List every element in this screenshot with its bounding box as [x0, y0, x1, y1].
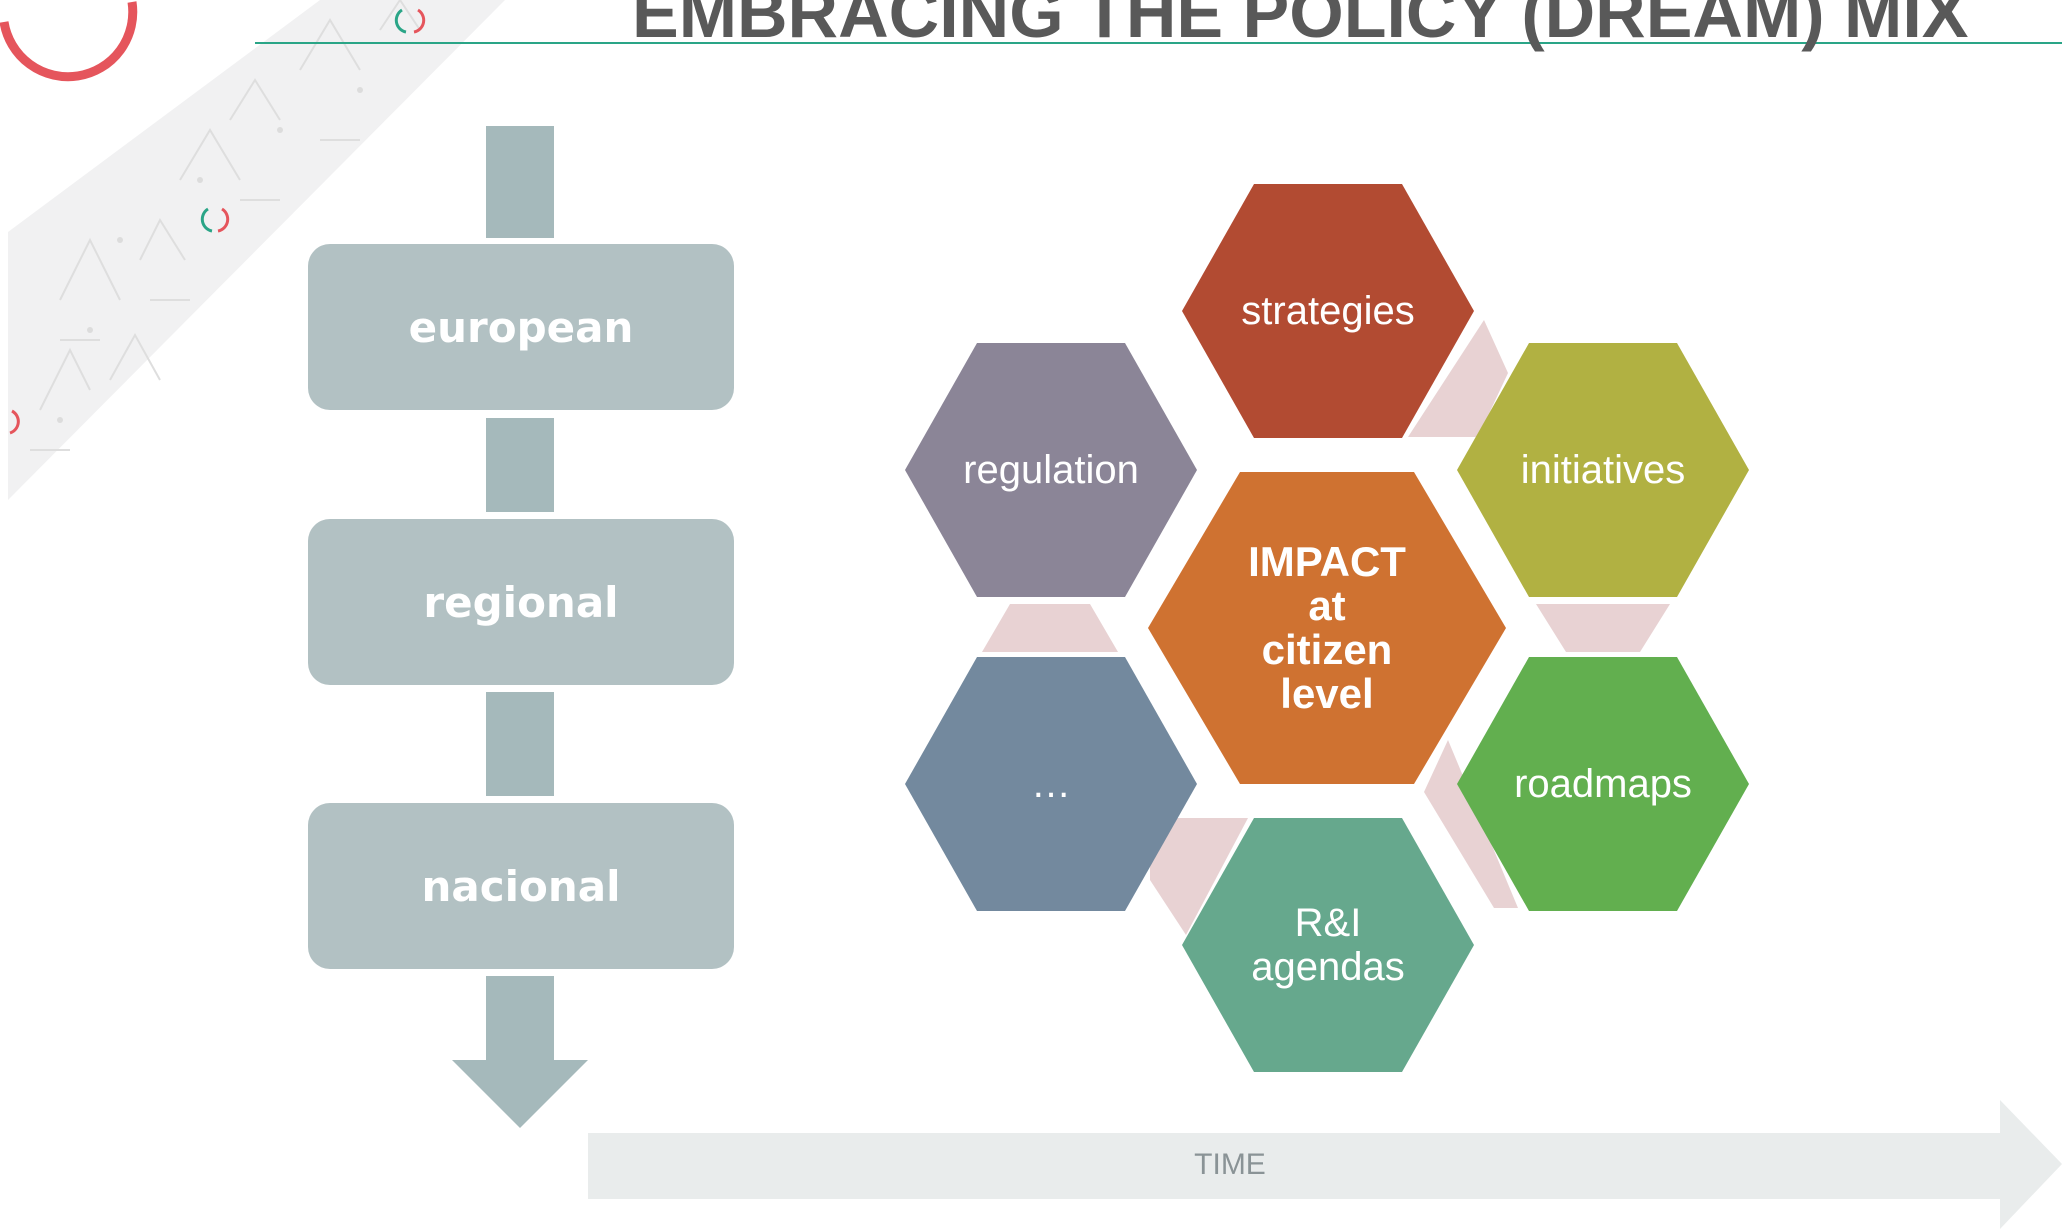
- ellipsis-label: …: [1031, 762, 1071, 806]
- level-box-european: european: [308, 244, 734, 410]
- initiatives-hexagon: [1457, 343, 1749, 597]
- page-title: EMBRACING THE POLICY (DREAM) MIX: [632, 0, 1969, 52]
- ring-icon: [9, 409, 20, 435]
- regulation-label: regulation: [963, 448, 1139, 492]
- impact-label: IMPACT at citizen level: [1248, 537, 1406, 718]
- initiatives-label: initiatives: [1520, 448, 1686, 492]
- ring-icon: [200, 207, 230, 233]
- roadmaps-hexagon: [1457, 657, 1749, 911]
- logo-ring: [0, 1, 138, 82]
- time-label: TIME: [1194, 1148, 1266, 1181]
- level-label: regional: [423, 577, 619, 627]
- ring-icon: [394, 8, 426, 34]
- strategies-hexagon: [1182, 184, 1474, 438]
- hierarchy-arrow: [452, 126, 588, 1128]
- decorative-band: [8, 0, 505, 500]
- level-box-nacional: nacional: [308, 803, 734, 969]
- time-arrow: [588, 1100, 2062, 1229]
- regulation-hexagon: [905, 343, 1197, 597]
- strategies-label: strategies: [1241, 289, 1415, 333]
- hexagon-connectors: [982, 320, 1670, 935]
- ri-agendas-label: R&I agendas: [1251, 901, 1405, 989]
- level-label: european: [408, 302, 634, 352]
- ri-agendas-hexagon: [1182, 818, 1474, 1072]
- level-box-regional: regional: [308, 519, 734, 685]
- ellipsis-hexagon: [905, 657, 1197, 911]
- impact-hexagon: [1148, 472, 1506, 784]
- roadmaps-label: roadmaps: [1514, 762, 1692, 806]
- level-label: nacional: [421, 861, 621, 911]
